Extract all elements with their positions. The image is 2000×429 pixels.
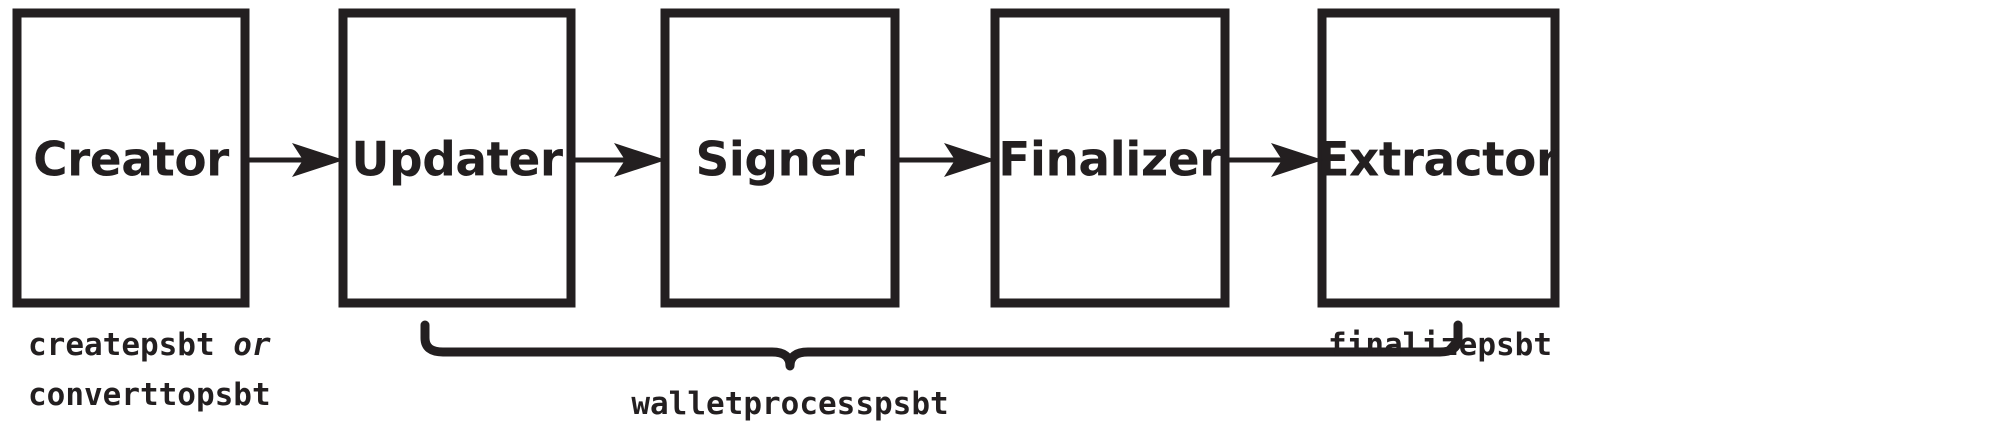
stage-extractor-box[interactable]: [1317, 8, 1560, 308]
flow-arrows: [246, 143, 1323, 177]
creator-command-label: createpsbt or converttopsbt: [28, 327, 271, 413]
stage-signer-label: Signer: [695, 133, 865, 188]
stage-signer[interactable]: Signer: [660, 8, 900, 308]
stage-extractor-label: Extractor: [1317, 133, 1559, 188]
arrow-updater-to-signer: [572, 143, 666, 177]
creator-command-line-1: createpsbt or: [28, 327, 271, 363]
creator-command-line-2: converttopsbt: [28, 377, 271, 413]
stage-creator-label: Creator: [33, 133, 230, 188]
finalizepsbt-label: finalizepsbt: [1328, 327, 1552, 363]
stage-updater-box[interactable]: [338, 8, 576, 308]
arrow-head-icon: [292, 143, 344, 177]
walletprocesspsbt-brace: [420, 320, 1463, 371]
stage-signer-box[interactable]: [660, 8, 900, 308]
stage-creator-box[interactable]: [12, 8, 250, 308]
stage-extractor[interactable]: Extractor: [1317, 8, 1560, 308]
stage-boxes: Creator Updater Signer Finalizer Extract…: [12, 8, 1560, 308]
arrow-head-icon: [1271, 143, 1323, 177]
brace-icon: [420, 320, 1463, 371]
arrow-head-icon: [614, 143, 666, 177]
stage-updater-label: Updater: [351, 133, 564, 188]
arrow-head-icon: [944, 143, 996, 177]
stage-creator[interactable]: Creator: [12, 8, 250, 308]
arrow-creator-to-updater: [246, 143, 344, 177]
stage-finalizer-label: Finalizer: [998, 133, 1223, 188]
command-labels: createpsbt or converttopsbt walletproces…: [28, 327, 1552, 422]
arrow-signer-to-finalizer: [896, 143, 996, 177]
walletprocesspsbt-label: walletprocesspsbt: [631, 386, 948, 422]
stage-finalizer[interactable]: Finalizer: [990, 8, 1230, 308]
creator-command-conjunction: or: [215, 327, 271, 363]
stage-updater[interactable]: Updater: [338, 8, 576, 308]
stage-finalizer-box[interactable]: [990, 8, 1230, 308]
arrow-finalizer-to-extractor: [1226, 143, 1323, 177]
creator-command-name: createpsbt: [28, 327, 215, 363]
